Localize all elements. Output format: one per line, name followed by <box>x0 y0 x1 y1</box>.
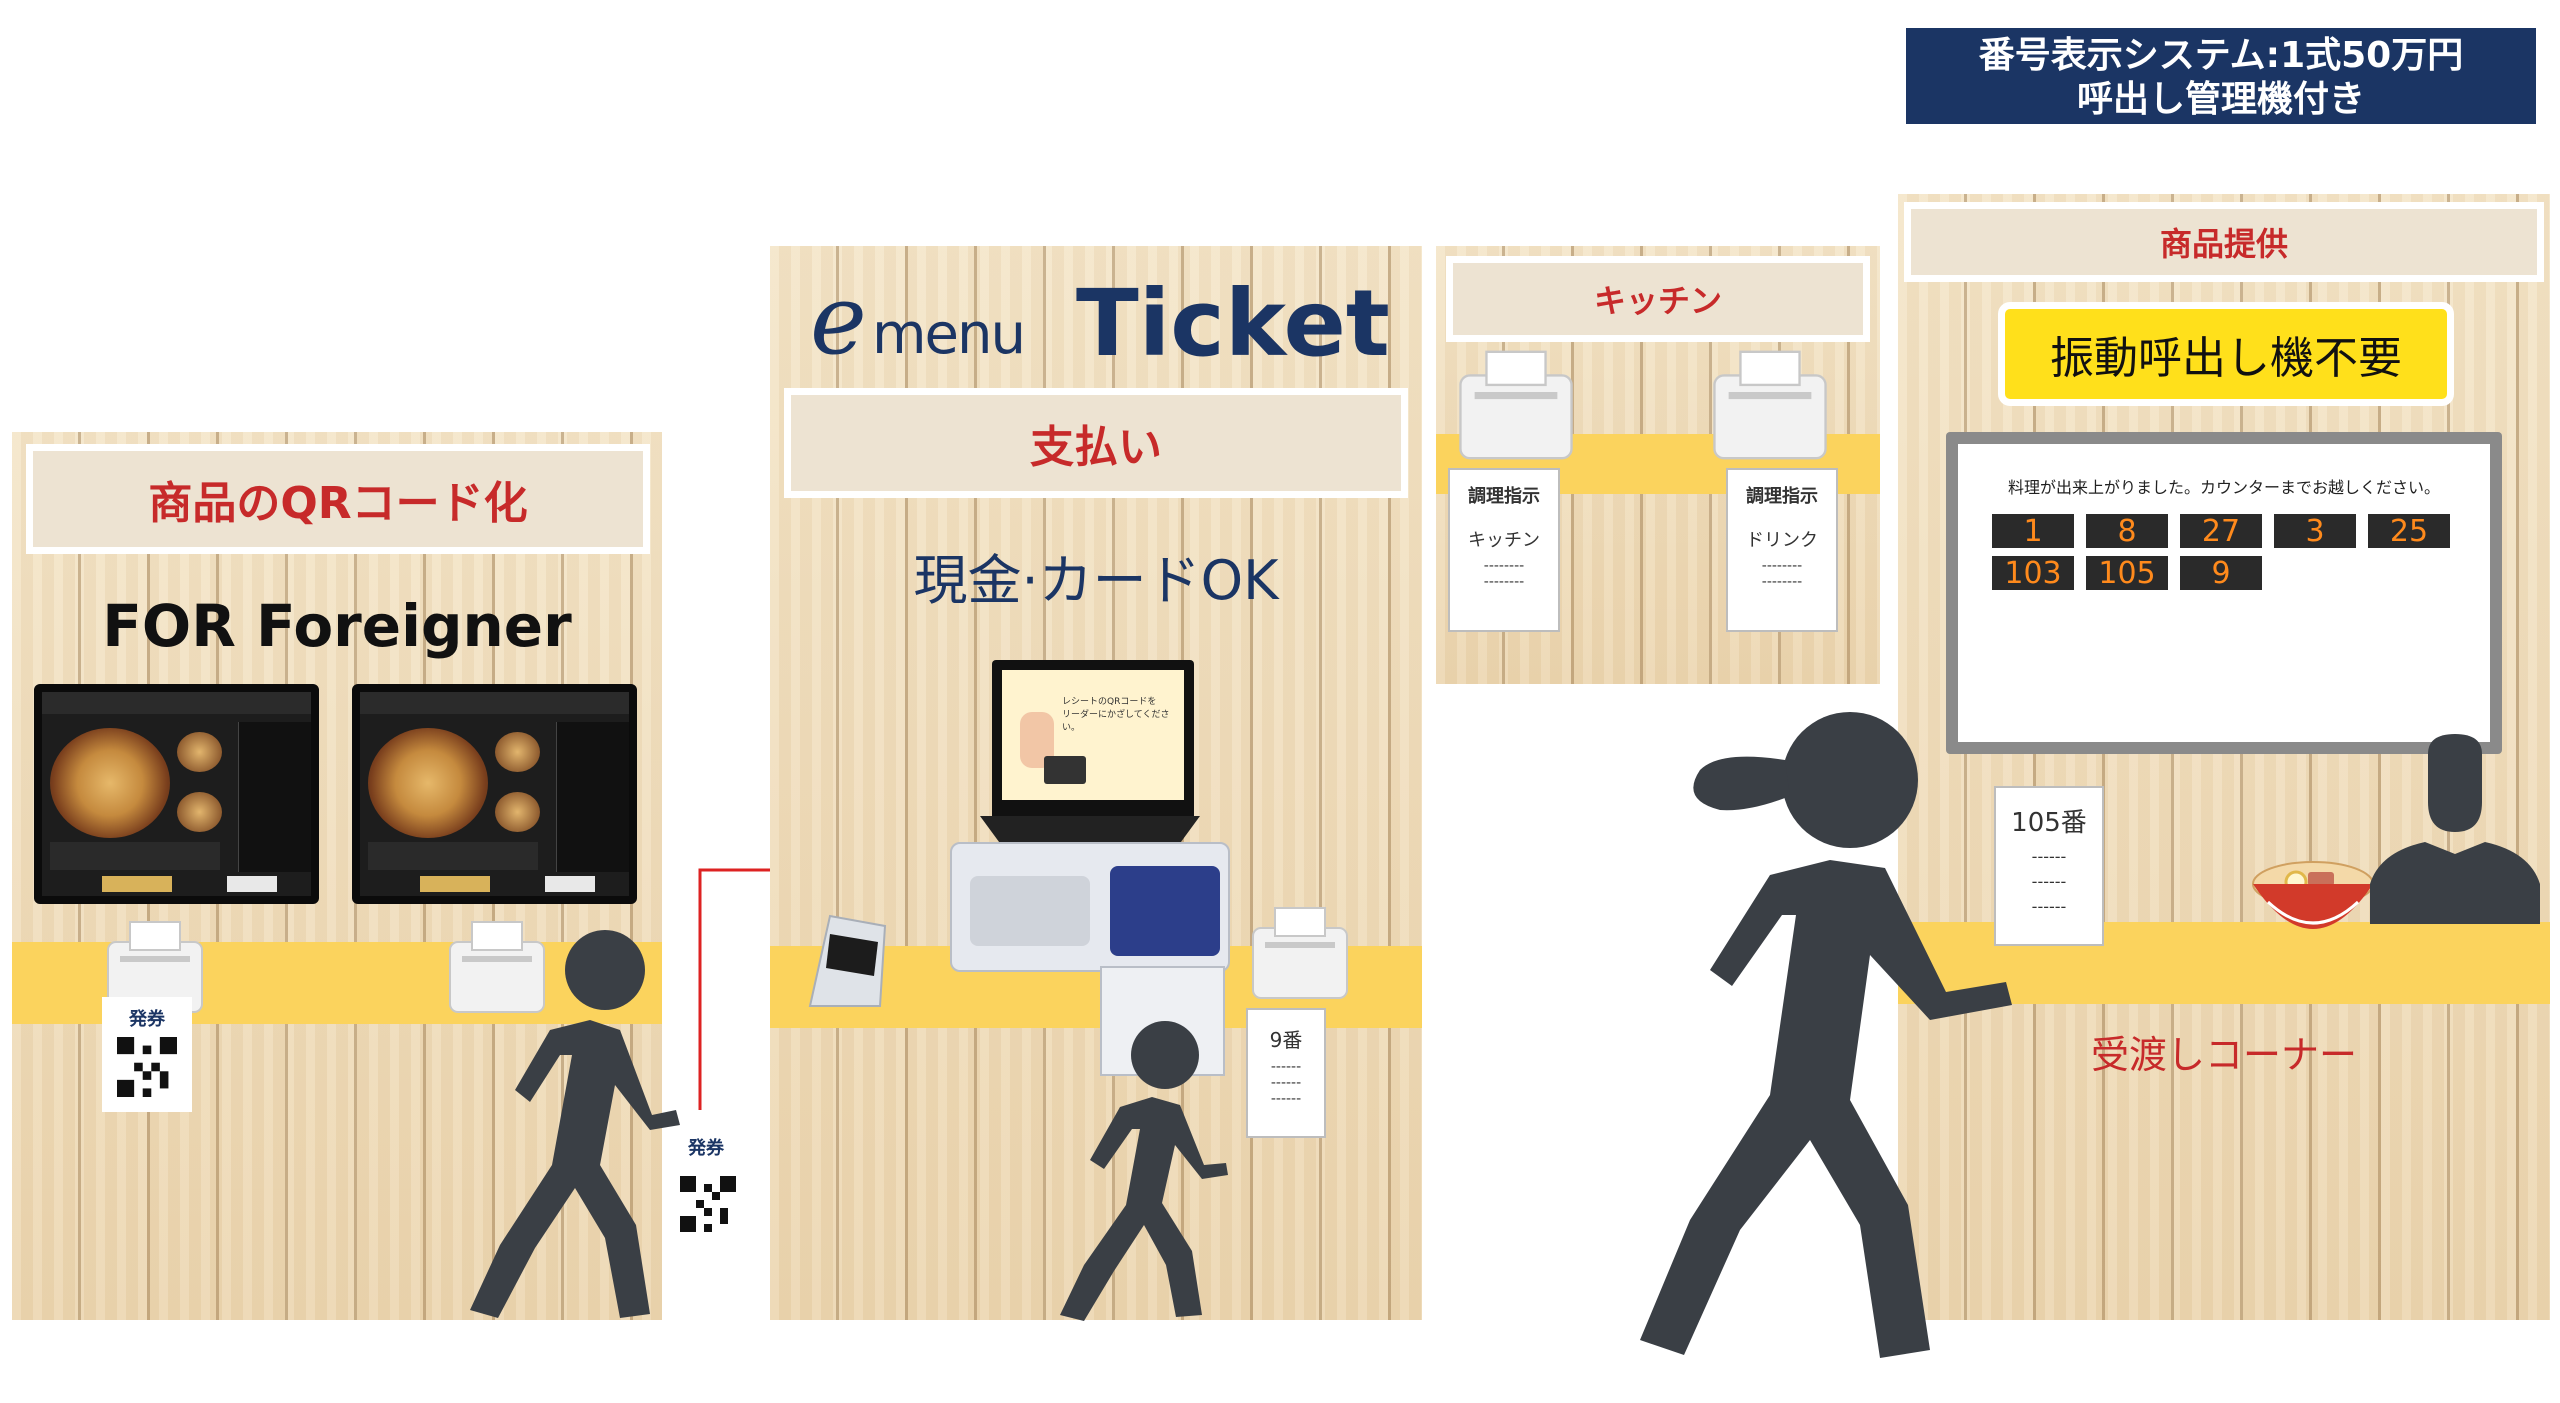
walker-qr-label: 発券 <box>688 1138 724 1159</box>
foreigner-heading: FOR Foreigner <box>102 592 572 660</box>
call-number-cell: 1 <box>1992 514 2074 549</box>
qr-reader-icon <box>1044 756 1086 784</box>
monitor-message: 料理が出来上がりました。カウンターまでお越しください。 <box>2007 478 2440 497</box>
receipt-dashes: ------ <box>2031 847 2067 866</box>
no-pager-text: 振動呼出し機不要 <box>2050 333 2402 384</box>
menu-tablet-2 <box>352 684 637 904</box>
payment-sign: 支払い <box>784 388 1408 498</box>
kiosk-screen-text: レシートのQRコードを リーダーにかざしてください。 <box>1062 697 1170 733</box>
pickup-receipt: 105番 ------ ------ ------ <box>1994 786 2104 946</box>
qr-code-icon <box>117 1037 177 1097</box>
panel-payment: e menu Ticket 支払い 現金·カードOK レシートのQRコードを リ… <box>770 246 1422 1320</box>
qr-sign: 商品のQRコード化 <box>26 444 650 554</box>
price-line-1: 番号表示システム:1式50万円 <box>1978 35 2464 76</box>
receipt-printer-icon <box>449 921 545 1013</box>
call-number-cell: 103 <box>1992 556 2074 591</box>
ramen-bowl-icon <box>2252 861 2374 929</box>
walker-qr-ticket: 発券 <box>666 1130 746 1260</box>
receipt-dashes: -------- <box>1761 574 1803 590</box>
call-number-cell: 25 <box>2368 514 2450 549</box>
pickup-sign: 商品提供 <box>1904 202 2544 282</box>
receipt-dashes: ------ <box>1270 1075 1302 1091</box>
logo-script: menu <box>872 302 1026 367</box>
receipt-printer-icon <box>1252 907 1348 999</box>
no-pager-badge: 振動呼出し機不要 <box>1998 302 2454 406</box>
kiosk-cash-machine <box>950 816 1230 1076</box>
receipt-item: ドリンク <box>1746 530 1818 551</box>
receipt-printer-icon <box>107 921 203 1013</box>
call-number-cell: 105 <box>2086 556 2168 591</box>
receipt-dashes: -------- <box>1483 558 1525 574</box>
receipt-dashes: ------ <box>1270 1091 1302 1107</box>
logo-e-mark: e <box>810 264 867 376</box>
receipt-dashes: ------ <box>1270 1059 1302 1075</box>
walking-woman-icon <box>1640 712 2012 1358</box>
price-box: 番号表示システム:1式50万円 呼出し管理機付き <box>1906 28 2536 124</box>
receipt-dashes: ------ <box>2031 872 2067 891</box>
receipt-number: 9番 <box>1269 1028 1303 1052</box>
qr-sign-text: 商品のQRコード化 <box>148 478 528 529</box>
panel-qr-ordering: 商品のQRコード化 FOR Foreigner 発券 <box>12 432 662 1320</box>
payment-sign-text: 支払い <box>1030 422 1162 473</box>
pickup-receipt-number: 105番 <box>2011 808 2087 838</box>
call-number-cell: 27 <box>2180 514 2262 549</box>
qr-code-icon <box>680 1176 736 1232</box>
barcode-reader-icon <box>808 914 887 1007</box>
price-line-2: 呼出し管理機付き <box>2076 79 2365 120</box>
receipt-item: キッチン <box>1468 530 1540 551</box>
logo-bold: Ticket <box>1076 270 1390 377</box>
receipt-dashes: ------ <box>2031 897 2067 916</box>
kitchen-order-receipt: 調理指示 キッチン -------- -------- <box>1448 468 1560 632</box>
emenu-ticket-logo: e menu Ticket <box>810 264 1390 377</box>
receipt-title: 調理指示 <box>1468 486 1540 507</box>
kitchen-sign: キッチン <box>1446 256 1870 342</box>
walking-child-icon <box>1060 1021 1228 1321</box>
kitchen-sign-text: キッチン <box>1593 282 1722 320</box>
receipt-dashes: -------- <box>1761 558 1803 574</box>
receipt-printer-icon <box>1713 350 1827 460</box>
call-number-cell: 3 <box>2274 514 2356 549</box>
ramen-photo <box>50 728 170 838</box>
payment-receipt: 9番 ------ ------ ------ <box>1246 1008 1326 1138</box>
staff-silhouette-icon <box>2370 734 2540 924</box>
panel-kitchen: キッチン 調理指示 キッチン -------- -------- 調理指示 ドリ… <box>1436 246 1880 684</box>
pickup-counter-label: 受渡しコーナー <box>2090 1033 2357 1077</box>
ramen-photo <box>368 728 488 838</box>
qr-ticket: 発券 <box>102 997 192 1112</box>
panel-pickup: 商品提供 振動呼出し機不要 料理が出来上がりました。カウンターまでお越しください… <box>1898 194 2550 1320</box>
menu-tablet-1 <box>34 684 319 904</box>
call-number-cell: 9 <box>2180 556 2262 591</box>
walking-person-icon <box>470 930 680 1318</box>
payment-subtitle: 現金·カードOK <box>913 549 1279 612</box>
receipt-dashes: -------- <box>1483 574 1525 590</box>
kiosk-monitor: レシートのQRコードを リーダーにかざしてください。 <box>992 660 1194 820</box>
receipt-printer-icon <box>1459 350 1573 460</box>
pickup-sign-text: 商品提供 <box>2159 225 2288 263</box>
qr-ticket-label: 発券 <box>129 1009 165 1030</box>
receipt-title: 調理指示 <box>1746 486 1818 507</box>
drink-order-receipt: 調理指示 ドリンク -------- -------- <box>1726 468 1838 632</box>
call-number-cell: 8 <box>2086 514 2168 549</box>
